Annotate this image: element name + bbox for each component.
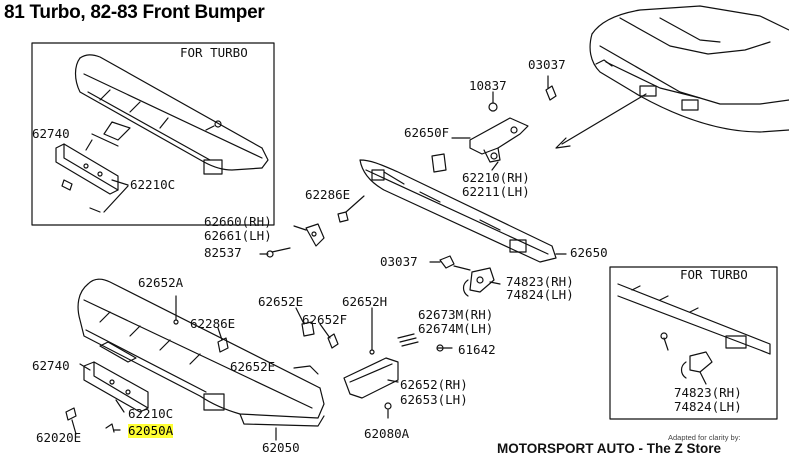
part-label-62210c-bottom: 62210C bbox=[128, 406, 174, 421]
credit-small-text: Adapted for clarity by: bbox=[668, 433, 741, 442]
bumper-62050 bbox=[77, 278, 325, 427]
part-label-62652: 62652(RH) bbox=[400, 377, 468, 392]
part-label-62653: 62653(LH) bbox=[400, 392, 468, 407]
part-label-62210: 62210(RH) bbox=[462, 170, 530, 185]
inset-bumper-top-left bbox=[74, 54, 269, 175]
part-label-62652a: 62652A bbox=[138, 275, 184, 290]
page-title: 81 Turbo, 82-83 Front Bumper bbox=[4, 2, 265, 23]
credit-text: MOTORSPORT AUTO - The Z Store bbox=[497, 441, 722, 456]
part-label-62286e-top: 62286E bbox=[305, 187, 351, 202]
part-label-61642: 61642 bbox=[458, 342, 496, 357]
part-label-62660: 62660(RH) bbox=[204, 214, 272, 229]
inset-frame-bottom-right bbox=[609, 266, 778, 420]
part-label-74824-main: 74824(LH) bbox=[506, 287, 574, 302]
part-label-74823-inset: 74823(RH) bbox=[674, 385, 742, 400]
part-label-62050: 62050 bbox=[262, 440, 300, 455]
part-label-62650: 62650 bbox=[570, 245, 608, 260]
inset-label-turbo-top: FOR TURBO bbox=[180, 45, 248, 60]
inset-bracket-top-left bbox=[55, 120, 222, 213]
bracket-62210 bbox=[431, 85, 557, 173]
part-label-62740-top: 62740 bbox=[32, 126, 70, 141]
part-label-62210c-top: 62210C bbox=[130, 177, 176, 192]
part-label-62674m: 62674M(LH) bbox=[418, 321, 494, 336]
part-label-62652e-bottom: 62652E bbox=[230, 359, 276, 374]
part-label-62050a-highlighted: 62050A bbox=[128, 423, 174, 438]
side-bracket-62660 bbox=[266, 211, 349, 258]
inset-bumper-bottom-right bbox=[617, 283, 771, 385]
part-label-62650f: 62650F bbox=[404, 125, 450, 140]
reinforcement-62650 bbox=[359, 159, 557, 263]
part-label-62740-bottom: 62740 bbox=[32, 358, 70, 373]
part-label-03037-top: 03037 bbox=[528, 57, 566, 72]
part-label-62652f: 62652F bbox=[302, 312, 348, 327]
part-label-62020e: 62020E bbox=[36, 430, 82, 445]
car-silhouette bbox=[589, 5, 789, 133]
part-label-62673m: 62673M(RH) bbox=[418, 307, 494, 322]
part-label-82537: 82537 bbox=[204, 245, 242, 260]
part-label-62652h: 62652H bbox=[342, 294, 388, 309]
part-label-62080a: 62080A bbox=[364, 426, 410, 441]
side-marker-74823 bbox=[439, 255, 495, 297]
part-label-74824-inset: 74824(LH) bbox=[674, 399, 742, 414]
part-label-62652e-top: 62652E bbox=[258, 294, 304, 309]
part-label-03037-mid: 03037 bbox=[380, 254, 418, 269]
inset-label-turbo-bottom: FOR TURBO bbox=[680, 267, 748, 282]
inset-frame-top-left bbox=[31, 42, 275, 226]
part-label-62286e-bottom: 62286E bbox=[190, 316, 236, 331]
part-label-74823-main: 74823(RH) bbox=[506, 274, 574, 289]
part-label-10837: 10837 bbox=[469, 78, 507, 93]
part-label-62661: 62661(LH) bbox=[204, 228, 272, 243]
part-label-62211: 62211(LH) bbox=[462, 184, 530, 199]
bracket-62210c-bottom bbox=[65, 341, 149, 433]
